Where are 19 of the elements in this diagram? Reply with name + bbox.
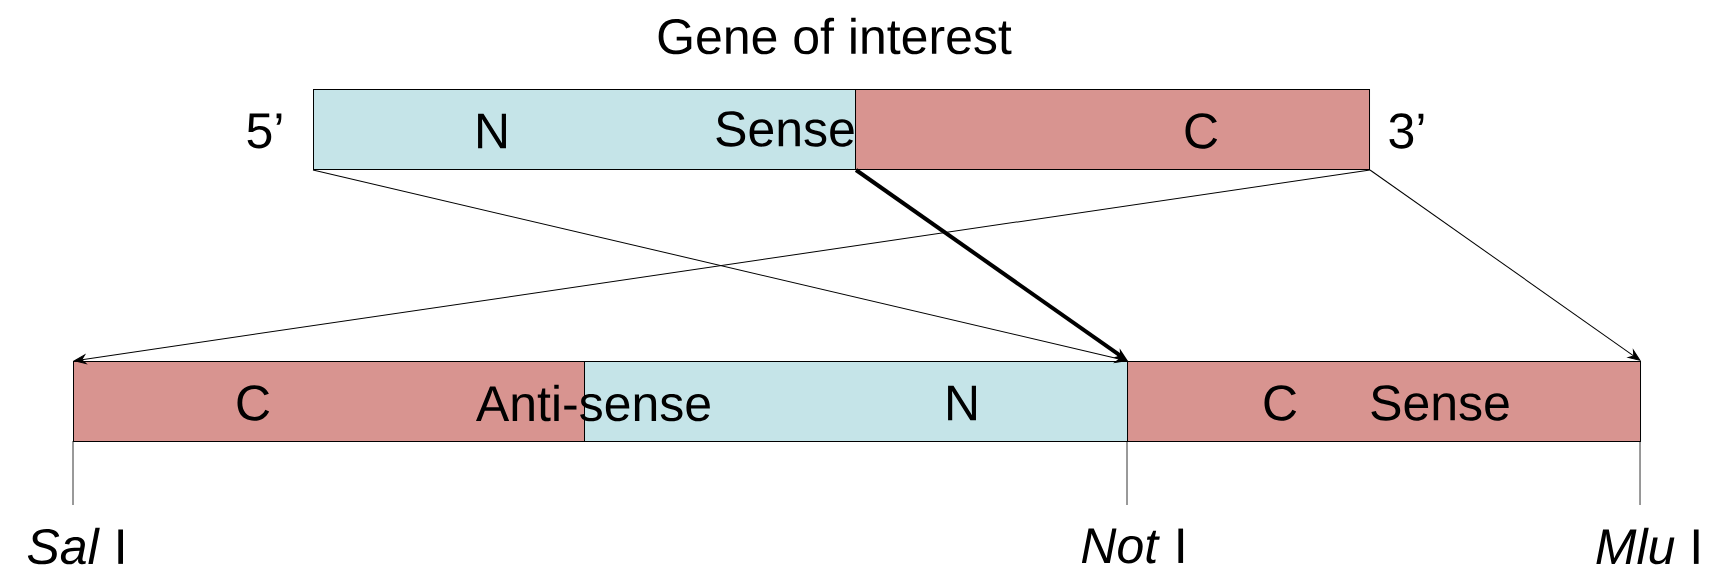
segment-label: N [478,113,506,149]
segment-label: C [237,385,270,421]
end-label: 3’ [1389,113,1424,149]
segment-label: C [1185,113,1218,149]
site-label: Not I [1081,528,1184,564]
title: Gene of interest [658,17,1012,55]
segment-label: Sense [1371,385,1509,421]
sequence-segment [855,89,1370,170]
site-label: Sal I [27,527,123,565]
sequence-segment [1127,361,1641,442]
site-label: Mlu I [1596,527,1699,565]
arrow [73,169,1371,364]
sequence-segment [313,89,856,170]
arrow [1369,169,1641,361]
arrow [312,169,1128,363]
segment-label: C [1264,385,1297,421]
segment-label: N [948,385,976,421]
end-label: 5’ [247,113,282,149]
strand-label: Sense [716,111,854,147]
